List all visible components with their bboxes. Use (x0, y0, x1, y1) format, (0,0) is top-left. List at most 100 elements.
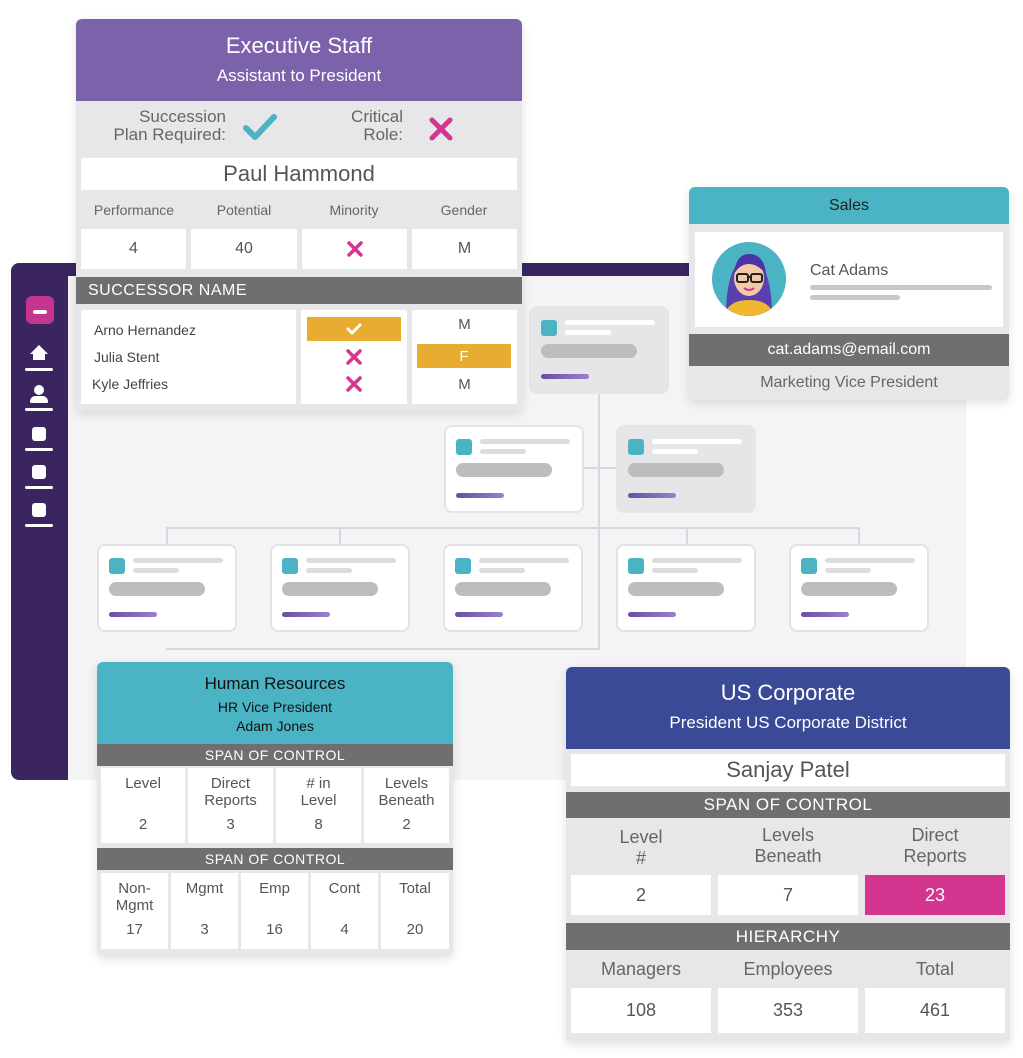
sales-card[interactable]: Sales Cat Adams cat.adams@email.com Mark… (689, 187, 1009, 400)
header-minority: Minority (329, 202, 379, 218)
exec-person-name: Paul Hammond (81, 158, 517, 190)
sales-profile: Cat Adams (695, 232, 1003, 327)
hr-span-level: Level 2 (101, 768, 185, 843)
connector-line (514, 467, 686, 469)
us-corporate-card[interactable]: US Corporate President US Corporate Dist… (566, 667, 1010, 1042)
executive-staff-card[interactable]: Executive Staff Assistant to President S… (76, 19, 522, 411)
successor-gender: M (458, 316, 471, 333)
x-icon (346, 241, 363, 257)
placeholder-line (810, 285, 992, 290)
org-node[interactable] (789, 544, 929, 632)
check-icon (242, 113, 278, 143)
connector-line (166, 527, 168, 545)
connector-line (598, 390, 600, 650)
successor-minority-list (301, 310, 407, 404)
org-node[interactable] (616, 544, 756, 632)
org-node[interactable] (443, 544, 583, 632)
us-span-level-value: 2 (571, 875, 711, 915)
us-managers-label: Managers (600, 959, 682, 979)
hr-span-header-2: SPAN OF CONTROL (97, 848, 453, 870)
app-logo-icon[interactable] (26, 296, 54, 324)
us-span-levels-beneath-value: 7 (718, 875, 858, 915)
x-icon (346, 376, 362, 397)
hr-span2-total: Total 20 (381, 873, 449, 949)
org-node[interactable] (97, 544, 237, 632)
hr-span2-cont: Cont 4 (311, 873, 378, 949)
us-total-value: 461 (865, 988, 1005, 1033)
successor-name[interactable]: Kyle Jeffries (92, 376, 168, 392)
home-icon[interactable] (25, 345, 53, 371)
header-gender: Gender (440, 202, 488, 218)
potential-value: 40 (191, 229, 297, 269)
org-node[interactable] (270, 544, 410, 632)
doc-icon[interactable] (25, 425, 53, 451)
successor-name[interactable]: Julia Stent (94, 349, 160, 365)
sales-header: Sales (689, 187, 1009, 224)
org-node[interactable] (444, 425, 584, 513)
us-employees-value: 353 (718, 988, 858, 1033)
connector-line (858, 527, 860, 545)
us-managers-value: 108 (571, 988, 711, 1033)
us-header: US Corporate President US Corporate Dist… (566, 667, 1010, 749)
user-icon[interactable] (25, 385, 53, 411)
human-resources-card[interactable]: Human Resources HR Vice President Adam J… (97, 662, 453, 956)
doc-icon[interactable] (25, 501, 53, 527)
performance-value: 4 (81, 229, 186, 269)
minority-highlight (307, 317, 401, 341)
org-node[interactable] (616, 425, 756, 513)
critical-role-label: Critical Role: (351, 107, 403, 144)
successor-gender: M (458, 376, 471, 393)
us-span-level-label: Level# (619, 827, 663, 868)
successor-name-list: Arno Hernandez Julia Stent Kyle Jeffries (81, 310, 296, 404)
exec-header: Executive Staff Assistant to President (76, 19, 522, 101)
us-span-header: SPAN OF CONTROL (566, 792, 1010, 818)
sales-role: Marketing Vice President (760, 374, 938, 391)
exec-subtitle: Assistant to President (216, 66, 382, 85)
us-span-direct-reports-value: 23 (865, 875, 1005, 915)
x-icon (428, 116, 454, 142)
hr-title: Human Resources (204, 674, 346, 693)
successor-gender-list: M F M (412, 310, 517, 404)
us-person-name: Sanjay Patel (571, 754, 1005, 786)
avatar[interactable] (712, 242, 786, 316)
hr-span2-mgmt: Mgmt 3 (171, 873, 238, 949)
org-node[interactable] (529, 306, 669, 394)
x-icon (346, 349, 362, 370)
connector-line (686, 527, 688, 545)
succession-label: Succession Plan Required: (113, 107, 226, 144)
avatar-image (724, 254, 774, 316)
hr-role: HR Vice President (217, 699, 333, 715)
doc-icon[interactable] (25, 463, 53, 489)
successor-name[interactable]: Arno Hernandez (94, 322, 196, 338)
sales-person-name: Cat Adams (810, 262, 889, 279)
gender-value: M (412, 229, 517, 269)
connector-line (339, 527, 341, 545)
hr-span2-emp: Emp 16 (241, 873, 308, 949)
check-icon (346, 323, 362, 335)
minority-value (302, 229, 407, 269)
hr-span-header-1: SPAN OF CONTROL (97, 744, 453, 766)
us-subtitle: President US Corporate District (669, 713, 907, 732)
sidebar (11, 263, 68, 780)
successor-gender-highlight: F (417, 344, 511, 368)
exec-title: Executive Staff (225, 33, 373, 58)
us-hierarchy-header: HIERARCHY (566, 923, 1010, 950)
hr-header: Human Resources HR Vice President Adam J… (97, 662, 453, 744)
header-potential: Potential (216, 202, 272, 218)
hr-span2-non-mgmt: Non-Mgmt 17 (101, 873, 168, 949)
placeholder-line (810, 295, 900, 300)
us-title: US Corporate (720, 680, 856, 705)
successor-name-header: SUCCESSOR NAME (76, 277, 522, 304)
hr-person-name: Adam Jones (236, 718, 314, 734)
us-employees-label: Employees (743, 959, 833, 979)
connector-line (166, 648, 600, 650)
header-performance: Performance (93, 202, 175, 218)
us-total-label: Total (915, 959, 955, 979)
connector-line (166, 527, 859, 529)
sales-email[interactable]: cat.adams@email.com (689, 334, 1009, 366)
